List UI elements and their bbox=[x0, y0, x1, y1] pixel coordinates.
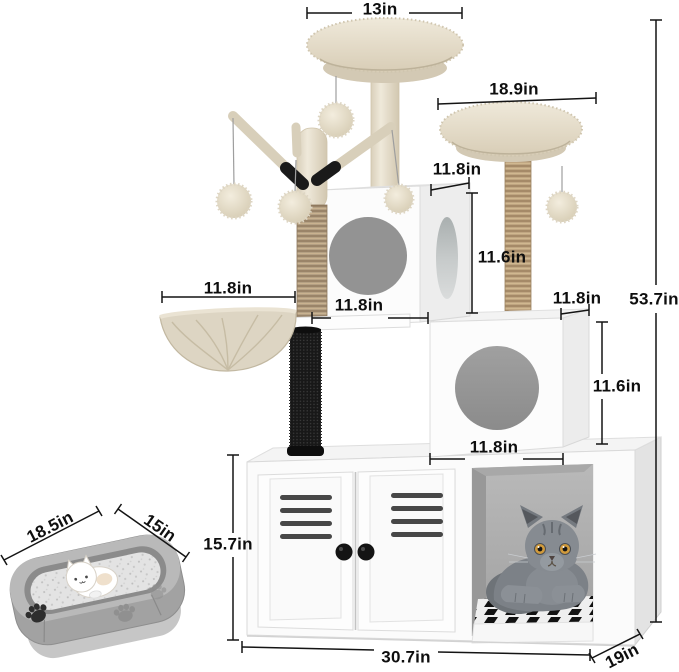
cabinet-base-shadow bbox=[246, 635, 636, 647]
door-vent-slats bbox=[280, 495, 332, 539]
dim-cabinet-width: 30.7in bbox=[381, 647, 431, 667]
toy-strings bbox=[232, 76, 563, 194]
center-post bbox=[296, 127, 328, 324]
dim-upper-cube-width: 11.8in bbox=[334, 295, 384, 315]
cabinet-side-panel bbox=[634, 436, 662, 647]
pompom-ball bbox=[317, 101, 355, 139]
pompom-ball bbox=[383, 183, 415, 215]
entry-hole bbox=[455, 346, 539, 430]
door-knob[interactable] bbox=[357, 543, 375, 561]
dim-total-height: 53.7in bbox=[629, 289, 679, 309]
door-knob[interactable] bbox=[335, 543, 353, 561]
pompom-ball bbox=[545, 190, 579, 224]
dim-lower-cube-width: 11.8in bbox=[469, 437, 519, 457]
dim-lower-cube-height: 11.6in bbox=[592, 376, 642, 396]
knob-highlight bbox=[339, 547, 343, 551]
whiskers bbox=[507, 553, 597, 563]
open-compartment bbox=[471, 464, 597, 644]
dim-lower-cube-depth: 11.8in bbox=[552, 288, 602, 308]
dim-upper-perch-width: 18.9in bbox=[489, 79, 539, 99]
cabinet-door-right[interactable] bbox=[357, 468, 456, 633]
dimension-lines bbox=[0, 7, 662, 664]
upper-cube-house bbox=[321, 182, 471, 327]
paw-toes bbox=[514, 592, 574, 604]
fur-stripes bbox=[542, 522, 562, 536]
dim-upper-cube-height: 11.6in bbox=[477, 247, 527, 267]
scratching-post bbox=[504, 149, 532, 326]
side-hole bbox=[436, 217, 458, 299]
hanging-toys bbox=[215, 76, 579, 225]
cabinet-door-left[interactable] bbox=[257, 471, 354, 631]
grooming-brush bbox=[287, 326, 324, 456]
entry-hole bbox=[329, 217, 407, 295]
knob-highlight bbox=[361, 547, 365, 551]
door-vent-slats bbox=[391, 493, 443, 537]
dim-upper-cube-depth: 11.8in bbox=[432, 159, 482, 179]
cartoon-cat bbox=[65, 554, 118, 599]
cat bbox=[486, 505, 597, 614]
lower-cube-house bbox=[429, 308, 590, 458]
dim-top-perch-width: 13in bbox=[362, 0, 398, 19]
hammock bbox=[159, 307, 297, 372]
cabinet bbox=[246, 436, 662, 647]
dim-hammock-width: 11.8in bbox=[203, 278, 253, 298]
top-perch bbox=[306, 17, 464, 83]
dim-cabinet-height: 15.7in bbox=[203, 534, 253, 554]
upper-perch bbox=[439, 101, 583, 162]
pompom-ball bbox=[215, 182, 253, 220]
play-branches bbox=[228, 111, 396, 190]
pompom-balls bbox=[215, 101, 579, 225]
litter-box-illustration bbox=[9, 534, 186, 659]
hammock-pleats bbox=[171, 314, 283, 371]
litter-tray-front bbox=[471, 621, 594, 644]
pompom-ball bbox=[277, 189, 313, 225]
